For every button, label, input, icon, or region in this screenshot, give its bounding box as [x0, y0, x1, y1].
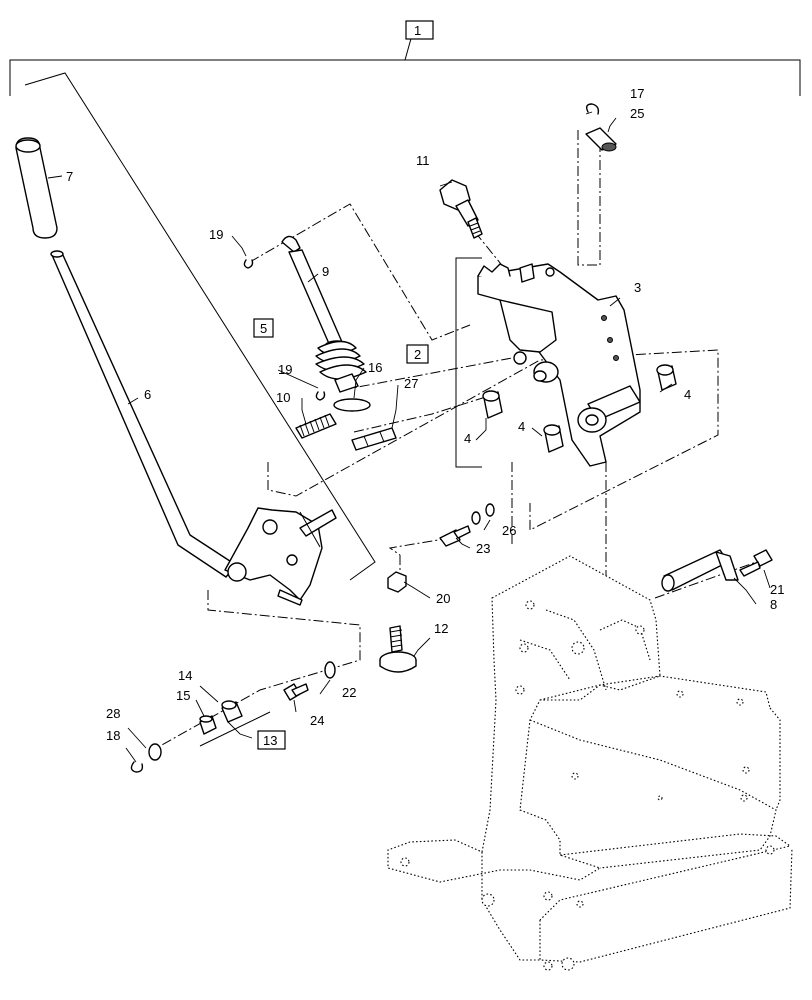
callout-5: 5 — [260, 321, 267, 336]
callout-7: 7 — [66, 169, 73, 184]
lever-knob — [15, 137, 58, 239]
mounting-foot — [379, 625, 417, 673]
bolt-24 — [283, 683, 309, 701]
callout-4-mid: 4 — [518, 419, 525, 434]
washer-28 — [148, 743, 162, 761]
washer-26-a — [471, 511, 481, 525]
callout-box-5 — [253, 318, 274, 338]
callout-11: 11 — [416, 153, 430, 168]
bolt-21 — [739, 549, 773, 577]
callout-23: 23 — [476, 541, 490, 556]
bracket-plate — [477, 263, 641, 467]
callout-18: 18 — [106, 728, 120, 743]
callout-1: 1 — [414, 23, 421, 38]
callout-16: 16 — [368, 360, 382, 375]
nut-20 — [387, 571, 407, 593]
callout-19-lower: 19 — [278, 362, 292, 377]
pin-25 — [585, 127, 617, 152]
callout-19-upper: 19 — [209, 227, 223, 242]
mounting-frame — [387, 555, 793, 971]
callout-6: 6 — [144, 387, 151, 402]
callout-2: 2 — [414, 347, 421, 362]
washer-26-b — [485, 503, 495, 517]
callout-21: 21 — [770, 582, 784, 597]
callout-27: 27 — [404, 376, 418, 391]
callout-box-13 — [257, 730, 286, 750]
bushing-4-a — [482, 390, 503, 419]
callout-12: 12 — [434, 621, 448, 636]
callout-24: 24 — [310, 713, 324, 728]
callout-3: 3 — [634, 280, 641, 295]
retaining-ring-17 — [585, 103, 600, 115]
pin-27 — [351, 427, 397, 451]
callout-10: 10 — [276, 390, 290, 405]
washer-22 — [324, 661, 336, 679]
washer-16 — [333, 398, 371, 412]
callout-box-2 — [406, 344, 429, 364]
callout-9: 9 — [322, 264, 329, 279]
bushing-4-c — [656, 364, 677, 391]
spring — [295, 413, 337, 439]
callout-4-right: 4 — [684, 387, 691, 402]
callout-13: 13 — [263, 733, 277, 748]
crank-handle — [661, 549, 739, 592]
bushing-4-b — [543, 424, 564, 453]
clip-19-lower — [315, 391, 326, 401]
screw-23 — [439, 525, 471, 547]
assembly-centerlines — [159, 130, 763, 747]
leader-lines — [47, 111, 771, 763]
lever-rod — [50, 250, 237, 578]
callout-15: 15 — [176, 688, 190, 703]
callout-25: 25 — [630, 106, 644, 121]
callout-box-1 — [405, 20, 434, 40]
shaft-with-boot — [281, 235, 367, 393]
assembly-bracket — [9, 34, 801, 96]
callout-17: 17 — [630, 86, 644, 101]
callout-20: 20 — [436, 591, 450, 606]
clip-19-upper — [243, 259, 254, 269]
subassembly-2-bracket — [455, 257, 482, 468]
callout-8: 8 — [770, 597, 777, 612]
callout-4-left: 4 — [464, 431, 471, 446]
cable-fitting — [439, 179, 483, 239]
callout-28: 28 — [106, 706, 120, 721]
callout-22: 22 — [342, 685, 356, 700]
callout-26: 26 — [502, 523, 516, 538]
subassembly-5-line — [24, 72, 376, 581]
callout-14: 14 — [178, 668, 192, 683]
clip-18 — [130, 761, 144, 773]
lever-plate — [224, 507, 337, 606]
